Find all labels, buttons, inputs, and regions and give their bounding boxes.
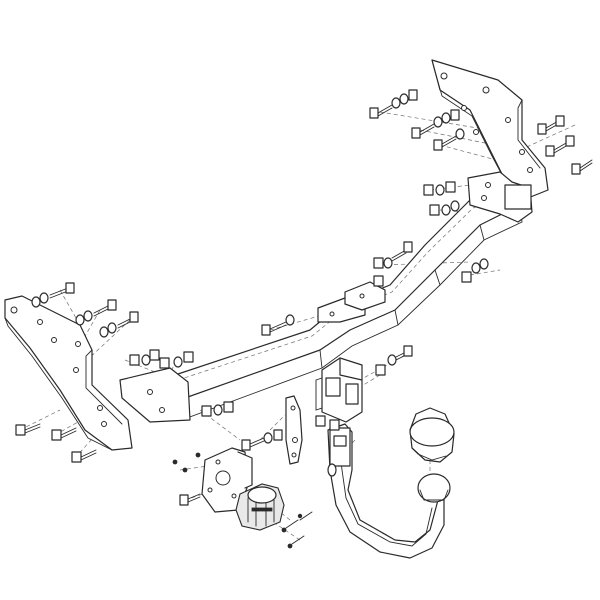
bolt-set-top-3 — [433, 128, 465, 151]
nut-set-beam-right-low — [461, 258, 489, 283]
bolt-nut-washer-sets — [15, 89, 593, 549]
bolt-set-center — [315, 345, 413, 431]
tow-ball-cap — [409, 407, 455, 463]
bolt-set-right-1 — [537, 115, 565, 135]
bolt-set-right-3 — [571, 159, 593, 175]
bolt-set-left-low — [15, 423, 97, 463]
electrical-socket — [235, 483, 285, 531]
center-bracket — [315, 357, 363, 423]
crossbar-beam — [119, 171, 533, 423]
bolt-set-beam-front — [261, 314, 295, 336]
bolt-set-top-1 — [369, 89, 418, 119]
right-mounting-plate — [431, 59, 549, 199]
nut-set-beam-left — [129, 349, 194, 369]
bolt-set-socket — [172, 429, 313, 549]
bolt-set-top-2 — [411, 109, 460, 139]
bolt-set-left-1 — [31, 282, 75, 308]
bolt-set-beam-mid — [373, 241, 413, 287]
socket-strap — [285, 395, 303, 465]
bolt-set-left-3 — [99, 311, 139, 338]
nut-set-beam-right — [423, 181, 460, 216]
nut-set-beam-under — [201, 401, 234, 417]
bolt-set-left-2 — [75, 299, 117, 326]
bolt-set-right-2 — [545, 135, 575, 157]
detachable-tow-ball — [327, 423, 451, 559]
